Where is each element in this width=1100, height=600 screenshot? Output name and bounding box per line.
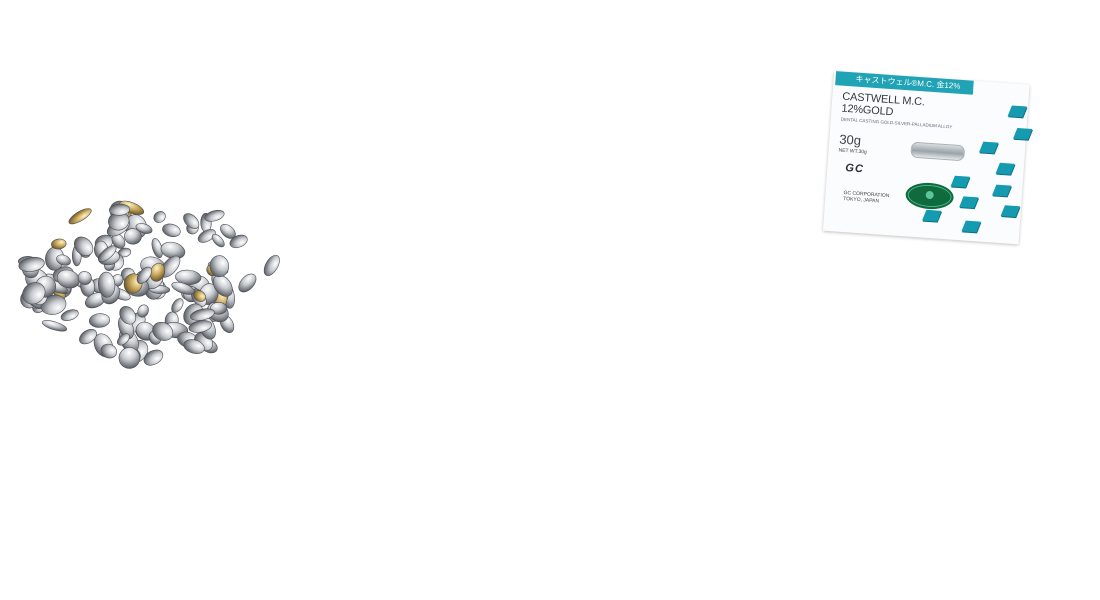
package-weight: 30g [838,131,862,149]
metal-fragment [188,320,213,333]
metal-fragment [209,255,230,278]
metal-fragment [204,209,225,222]
package-tile [922,209,942,222]
package-window [910,141,966,162]
metal-fragment [74,236,94,256]
metal-fragment [263,254,280,276]
package-tile [950,175,970,188]
metal-fragment [97,271,116,298]
metal-fragment [211,233,225,248]
package-net-weight: NET WT.30g [838,147,867,156]
metal-fragment [238,273,257,293]
metal-fragment [22,282,46,305]
metal-fragment [137,304,149,318]
metal-fragment [98,245,117,262]
metal-fragment [190,308,215,321]
package-tile [961,220,981,233]
metal-fragment [135,223,153,234]
package-tile [1000,205,1020,218]
metal-fragment [229,234,248,249]
metal-fragment [60,309,79,321]
metal-fragment [162,223,181,237]
package-tile [1007,105,1027,118]
metal-fragment [117,333,130,346]
metal-fragment [100,343,117,359]
metal-fragment [109,203,130,216]
metal-fragment [124,228,142,245]
metal-fragment [89,313,110,328]
metal-fragment [56,269,80,289]
metal-fragment [79,328,97,345]
metal-fragment [119,200,145,215]
package-tile [995,162,1015,175]
package-manufacturer: GC CORPORATION TOKYO, JAPAN [843,190,914,207]
scrap-metal-pile [8,172,284,388]
metal-fragment [212,274,233,297]
metal-fragment [152,321,174,341]
package-tile [1013,127,1033,140]
metal-fragment [197,229,216,243]
metal-fragment [18,256,45,272]
package-name: CASTWELL M.C. 12%GOLD [841,91,925,121]
metal-fragment [41,320,68,332]
metal-fragment [51,238,67,250]
metal-fragment [56,254,71,266]
metal-fragment [183,339,205,354]
alloy-package: キャストウェル®M.C. 金12% CASTWELL M.C. 12%GOLD … [822,65,1040,259]
metal-fragment [143,349,164,366]
metal-fragment [77,271,92,285]
package-tile [979,141,999,154]
metal-fragment [68,208,92,225]
metal-fragment [118,347,141,369]
metal-fragment [171,298,184,313]
metal-fragment [210,302,228,315]
scrap-metal-pile-graphic [18,200,280,369]
metal-fragment [119,306,137,325]
package-tile [959,196,979,209]
metal-fragment [136,266,152,284]
package-card: キャストウェル®M.C. 金12% CASTWELL M.C. 12%GOLD … [822,71,1033,245]
metal-fragment [153,211,166,223]
metal-fragment [183,213,200,229]
package-tile [992,184,1012,197]
metal-fragment [171,281,195,295]
package-brand-logo: GC [844,162,865,176]
metal-fragment [175,269,202,285]
